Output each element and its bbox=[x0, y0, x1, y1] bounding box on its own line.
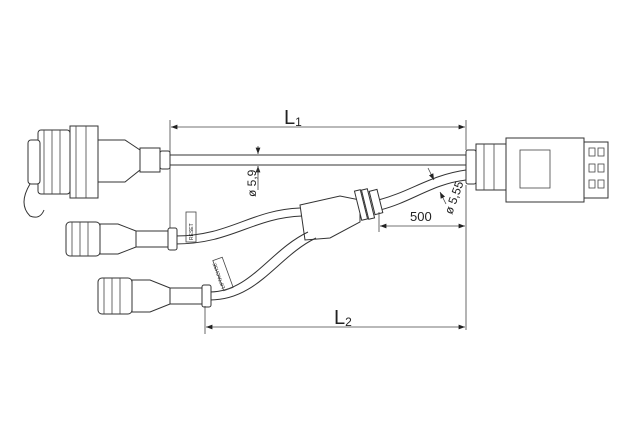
l1-label: L1 bbox=[284, 107, 302, 129]
l2-dimension: L2 bbox=[204, 306, 465, 334]
diameter-branch-dimension: ø 5,55 bbox=[427, 167, 467, 216]
reset-branch: RESET bbox=[65, 207, 303, 257]
reset-label: RESET bbox=[189, 223, 195, 240]
branch-cable-right bbox=[377, 169, 467, 211]
y-splitter bbox=[299, 188, 384, 241]
diameter-main-label: ø 5,9 bbox=[245, 169, 259, 197]
lift-label: LIFTACHSE bbox=[212, 261, 227, 289]
right-connector bbox=[465, 137, 609, 203]
branch-length-dimension: 500 bbox=[378, 185, 467, 330]
top-left-connector bbox=[23, 125, 171, 218]
diameter-main-dimension: ø 5,9 bbox=[245, 146, 261, 197]
main-cable bbox=[170, 154, 466, 166]
l2-label: L2 bbox=[334, 307, 352, 329]
lift-branch: LIFTACHSE bbox=[97, 231, 317, 315]
branch-length-label: 500 bbox=[410, 209, 432, 224]
